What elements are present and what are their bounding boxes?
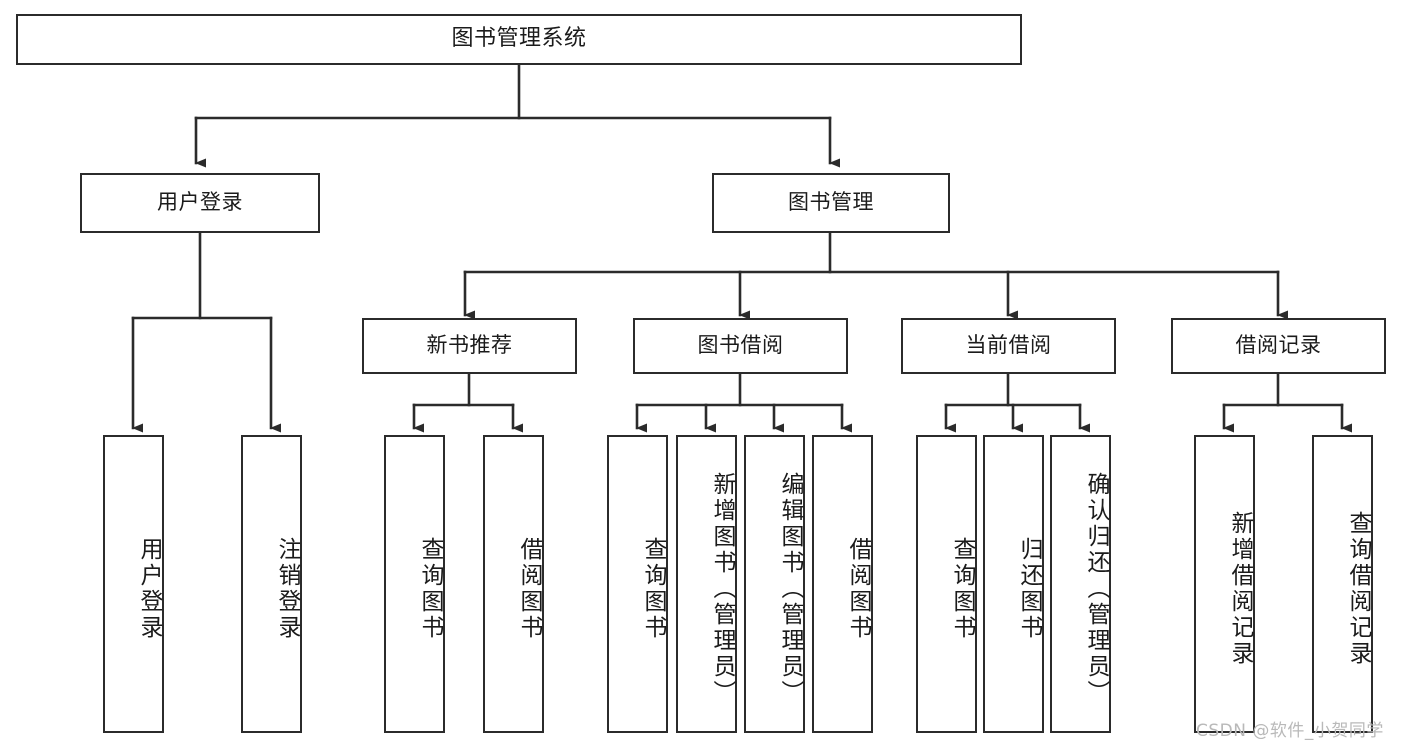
node-root-library-management-system[interactable]: 图书管理系统: [16, 14, 1022, 65]
node-label: 查询借阅记录: [1345, 511, 1371, 667]
node-new-book-recommend[interactable]: 新书推荐: [362, 318, 577, 374]
leaf-new-book-query[interactable]: 查询图书: [384, 435, 445, 733]
leaf-current-borrow-confirm-admin[interactable]: 确认归还（管理员）: [1050, 435, 1111, 733]
leaf-borrow-record-query[interactable]: 查询借阅记录: [1312, 435, 1373, 733]
node-label: 归还图书: [1016, 537, 1042, 641]
node-current-borrow[interactable]: 当前借阅: [901, 318, 1116, 374]
node-book-management[interactable]: 图书管理: [712, 173, 950, 233]
node-label: 编辑图书（管理员）: [777, 472, 803, 706]
node-label: 借阅图书: [516, 537, 542, 641]
node-label: 确认归还（管理员）: [1083, 472, 1109, 706]
leaf-new-book-borrow[interactable]: 借阅图书: [483, 435, 544, 733]
node-label: 图书借阅: [697, 333, 784, 358]
leaf-borrow-record-add[interactable]: 新增借阅记录: [1194, 435, 1255, 733]
leaf-book-borrow-edit-admin[interactable]: 编辑图书（管理员）: [744, 435, 805, 733]
leaf-current-borrow-return[interactable]: 归还图书: [983, 435, 1044, 733]
leaf-book-borrow-borrow[interactable]: 借阅图书: [812, 435, 873, 733]
node-label: 注销登录: [274, 537, 300, 641]
node-label: 图书管理: [788, 190, 874, 215]
node-label: 新增借阅记录: [1227, 511, 1253, 667]
node-label: 查询图书: [417, 537, 443, 641]
node-label: 当前借阅: [965, 333, 1052, 358]
node-label: 查询图书: [949, 537, 975, 641]
node-borrow-record[interactable]: 借阅记录: [1171, 318, 1386, 374]
leaf-current-borrow-query[interactable]: 查询图书: [916, 435, 977, 733]
csdn-watermark: CSDN @软件_小贺同学: [1196, 721, 1384, 741]
node-label: 借阅记录: [1235, 333, 1322, 358]
node-label: 借阅图书: [845, 537, 871, 641]
leaf-user-login-signin[interactable]: 用户登录: [103, 435, 164, 733]
leaf-book-borrow-query[interactable]: 查询图书: [607, 435, 668, 733]
node-label: 用户登录: [136, 537, 162, 641]
node-book-borrow[interactable]: 图书借阅: [633, 318, 848, 374]
node-label: 用户登录: [157, 190, 243, 215]
node-user-login[interactable]: 用户登录: [80, 173, 320, 233]
node-label: 新书推荐: [426, 333, 513, 358]
node-label: 图书管理系统: [451, 26, 587, 52]
leaf-book-borrow-add-admin[interactable]: 新增图书（管理员）: [676, 435, 737, 733]
leaf-user-login-signout[interactable]: 注销登录: [241, 435, 302, 733]
node-label: 查询图书: [640, 537, 666, 641]
node-label: 新增图书（管理员）: [709, 472, 735, 706]
